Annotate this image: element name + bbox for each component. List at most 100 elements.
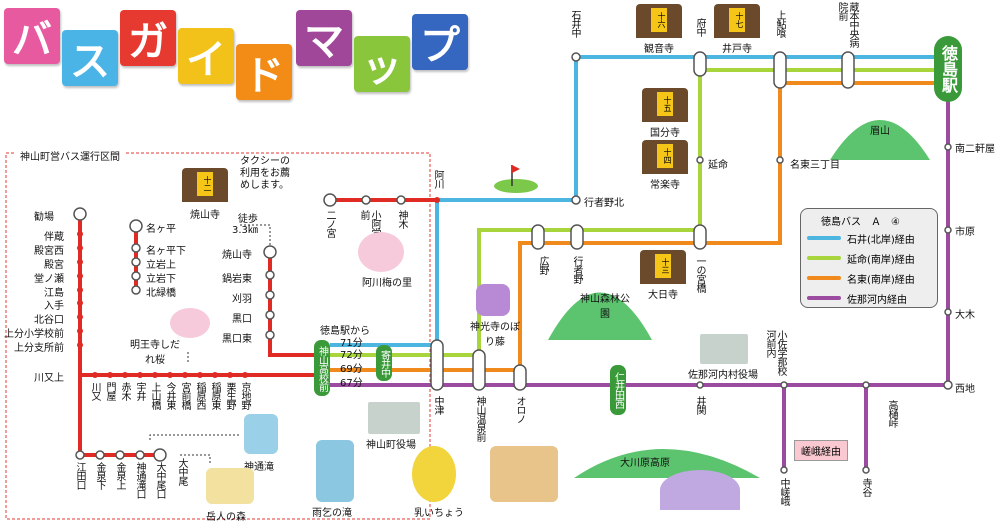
idoji-label: 井戸寺 (722, 44, 752, 55)
stop-kawamata: 川又上 (34, 373, 64, 384)
route-nahigashi (518, 81, 948, 370)
stop-kamiayui: 上鮎喰 (774, 10, 785, 37)
stop-kanahara: 金泉下 (94, 462, 105, 489)
yorii-pill: 寄井中 (376, 345, 392, 381)
title-char: バ (4, 8, 60, 64)
stop-kokuguchi: 黒口 (232, 314, 252, 325)
stop-ichinomiya: 一の宮橋 (694, 256, 705, 292)
stop-nagamachi: 名ヶ平 (146, 224, 176, 235)
niida-pill: 仁井田西 (610, 365, 626, 415)
region-title: 神山町営バス運行区間 (16, 148, 124, 163)
stop-tonomiya-w: 殿宮西 (34, 246, 64, 257)
stop-kawamata-3: 宇井 (134, 382, 145, 400)
stop-oonakao: 大中尾口 (154, 462, 165, 498)
legend-row: 石井(北岸)経由 (807, 231, 937, 246)
place-akawaume: 阿川梅の里 (362, 278, 412, 289)
stop-kamiki: 神木 (396, 210, 407, 228)
kamiyama-highschool-pill: 神山高校前 (314, 340, 330, 396)
stop-kokuguchihigashi: 黒口東 (222, 334, 252, 345)
kokubunji-label: 国分寺 (650, 128, 680, 139)
stop-kitadani: 北谷口 (34, 315, 64, 326)
stop-kawamata-7: 稲原西 (194, 382, 205, 409)
stop-ninomiya: 二ノ宮 (324, 210, 335, 237)
office-illustration (368, 402, 420, 434)
stop-kuramoto: 蔵本中央病院前 (836, 2, 858, 47)
sanagochi-office-illustration (700, 334, 748, 364)
stop-teraya: 寺谷 (860, 478, 871, 496)
stop-nishiji: 西地 (955, 384, 975, 395)
stop-kawamata-1: 門屋 (104, 382, 115, 400)
stop-nagamachishita: 名ヶ平下 (146, 246, 186, 257)
temple-number: 十七 (729, 8, 745, 32)
stop-sanaschool: 小佐学那校河前内 (764, 330, 786, 375)
temple-number: 十六 (651, 8, 667, 32)
saga-box: 嵯峨経由 (794, 440, 848, 461)
jinzu-illustration (244, 414, 278, 454)
title-char: ッ (354, 36, 410, 92)
stop-nakatsu: 中津 (432, 396, 443, 414)
shoshanji-label: 焼山寺 (190, 210, 220, 221)
stop-tategami: 立岩上 (146, 260, 176, 271)
stop-enmei: 延命 (708, 160, 728, 171)
place-ichou: 乳いちょう (414, 508, 464, 519)
stop-kamiyamaschool: 上分小学校前 (4, 329, 64, 340)
stop-onsen: 神山温泉前 (474, 396, 485, 441)
temple-number: 十二 (197, 172, 213, 196)
title-char: マ (296, 10, 352, 66)
stop-onakao: 大中尾 (176, 458, 187, 485)
from-tokushima-label: 徳島駅から (320, 326, 370, 337)
stop-banzo: 伴蔵 (44, 232, 64, 243)
place-office: 神山町役場 (366, 440, 416, 451)
title-char: プ (412, 14, 468, 70)
place-myoshu: 明王寺しだれ桜 (130, 340, 180, 366)
stop-daimoku: 大木 (955, 310, 975, 321)
stop-kamibun: 上分支所前 (14, 343, 64, 354)
mayama-hill (830, 120, 930, 160)
legend-row: 延命(南岸)経由 (807, 251, 937, 266)
route-red-kitadani (78, 214, 320, 377)
stop-katsuba: 勧場 (34, 212, 54, 223)
time-nahigashi: 69分 (340, 364, 363, 375)
stop-kawamata-4: 上山橋 (149, 382, 160, 409)
stop-ichihara: 市原 (955, 227, 975, 238)
stop-nabeiwahigashi: 鍋岩東 (222, 274, 252, 285)
myoshu-illustration (170, 308, 210, 338)
stop-gyojano: 行者野 (571, 256, 582, 283)
place-jinzu: 神通滝 (244, 462, 274, 473)
stop-kawamata-9: 栗生野 (224, 382, 235, 409)
stop-hokurokyo: 北緑橋 (146, 288, 176, 299)
oogawa-illustration (660, 470, 740, 510)
stop-sakaino: 広野 (537, 256, 548, 274)
place-kamiyamapark: 神山森林公園 (580, 294, 630, 320)
stop-takahi: 高樋峠 (886, 400, 897, 427)
legend-title: 徳島バス Ａ ④ (821, 217, 900, 228)
stop-gyojanokita: 行者野北 (584, 198, 624, 209)
time-ishii: 71分 (340, 338, 363, 349)
place-oogawa: 大川原高原 (620, 458, 670, 469)
time-enmei: 72分 (340, 350, 363, 361)
stop-sanagochi-office: 佐那河内村役場 (688, 370, 758, 381)
temple-number: 十四 (657, 144, 673, 168)
stop-ishiseki: 井関 (694, 396, 705, 414)
stop-yakeyama: 焼山寺 (222, 250, 252, 261)
time-sanagochi: 67分 (340, 378, 363, 389)
stop-kawamata-6: 宮前橋 (179, 382, 190, 409)
kannonji-label: 観音寺 (644, 44, 674, 55)
legend-row: 佐那河内経由 (807, 291, 937, 306)
route-legend: 徳島バス Ａ ④ 石井(北岸)経由 延命(南岸)経由 名東(南岸)経由 佐那河内… (800, 208, 938, 308)
legend-row: 名東(南岸)経由 (807, 271, 937, 286)
stop-akawa: 阿川 (432, 170, 443, 188)
amego-illustration (316, 440, 354, 502)
kamiyama-town-region (5, 152, 431, 520)
stop-tonomiya: 殿宮 (44, 260, 64, 271)
stop-iriite: 入手 (44, 301, 64, 312)
stop-kawamata-2: 赤木 (119, 382, 130, 400)
route-red-yakeyama (268, 252, 320, 357)
dainichiji-label: 大日寺 (648, 290, 678, 301)
title-char: イ (178, 28, 234, 84)
onsen-illustration (490, 446, 558, 502)
tokushima-station: 徳島駅 (934, 36, 962, 102)
taxi-note: タクシーの利用をお薦めします。 (240, 156, 290, 191)
stop-kawamata-0: 川又 (89, 382, 100, 400)
